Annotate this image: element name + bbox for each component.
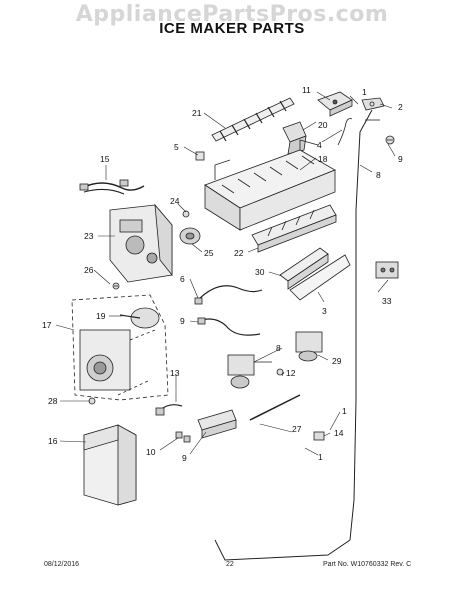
footer-page-number: 22 bbox=[226, 561, 234, 568]
part-28-screw bbox=[112, 282, 120, 290]
watermark: AppliancePartsPros.com bbox=[75, 2, 389, 27]
callout-label: 16 bbox=[48, 436, 58, 446]
callout-label: 22 bbox=[234, 248, 244, 258]
callout-label: 27 bbox=[292, 424, 302, 434]
callout-label: 20 bbox=[318, 120, 328, 130]
part-20-ice-mold bbox=[204, 139, 336, 231]
part-27-gear bbox=[179, 227, 201, 245]
part-5-clip bbox=[195, 151, 205, 161]
callout-label: 18 bbox=[318, 154, 328, 164]
callout-label: 11 bbox=[302, 85, 311, 95]
page-title: ICE MAKER PARTS bbox=[159, 20, 305, 37]
callout-label: 8 bbox=[376, 170, 381, 180]
part-17-harness bbox=[79, 179, 145, 195]
part-21-shaft bbox=[119, 314, 141, 319]
callout-labels: 11 1 2 21 20 4 5 9 8 18 15 24 23 25 22 2… bbox=[42, 85, 403, 463]
part-23-ejector bbox=[211, 97, 295, 142]
part-16-clip bbox=[313, 431, 325, 441]
callout-label: 6 bbox=[180, 274, 185, 284]
part-4-wire bbox=[337, 118, 353, 146]
callout-label: 29 bbox=[332, 356, 342, 366]
callout-label: 10 bbox=[146, 447, 156, 457]
footer-date: 08/12/2016 bbox=[44, 561, 80, 568]
part-13-bracket bbox=[317, 91, 353, 117]
callout-label: 14 bbox=[334, 428, 344, 438]
callout-label: 9 bbox=[180, 316, 185, 326]
callout-label: 25 bbox=[204, 248, 214, 258]
callout-label: 21 bbox=[192, 108, 202, 118]
part-14-screw bbox=[276, 368, 284, 376]
part-3-arm bbox=[289, 254, 351, 301]
part-19-motor-assembly bbox=[71, 294, 169, 401]
callout-label: 1 bbox=[318, 452, 323, 462]
callout-label: 17 bbox=[42, 320, 52, 330]
callout-label: 33 bbox=[382, 296, 392, 306]
part-15-clip bbox=[155, 404, 183, 416]
footer-part-number: Part No. W10760332 Rev. C bbox=[323, 561, 412, 568]
callout-label: 23 bbox=[84, 231, 94, 241]
callout-label: 9 bbox=[182, 453, 187, 463]
callout-label: 26 bbox=[84, 265, 94, 275]
callout-label: 4 bbox=[317, 140, 322, 150]
part-29-tube bbox=[249, 394, 301, 421]
part-18-cover bbox=[83, 424, 137, 506]
part-33-bracket bbox=[375, 261, 399, 279]
part-22-cover bbox=[282, 121, 307, 155]
callout-label: 3 bbox=[322, 306, 327, 316]
callout-label: 24 bbox=[170, 196, 180, 206]
callout-label: 8 bbox=[276, 343, 281, 353]
part-24-cover bbox=[251, 204, 337, 253]
part-12-connectors bbox=[175, 431, 191, 443]
callout-label: 13 bbox=[170, 368, 180, 378]
leader-lines bbox=[55, 91, 396, 456]
part-11-bracket bbox=[197, 409, 237, 439]
callout-label: 28 bbox=[48, 396, 58, 406]
part-2-clip bbox=[361, 97, 385, 111]
part-31-valve bbox=[295, 331, 323, 362]
callout-label: 30 bbox=[255, 267, 265, 277]
callout-label: 2 bbox=[398, 102, 403, 112]
part-6-harness bbox=[194, 285, 263, 305]
part-9-harness bbox=[197, 317, 261, 336]
callout-label: 9 bbox=[398, 154, 403, 164]
callout-label: 15 bbox=[100, 154, 110, 164]
part-32-bracket bbox=[279, 247, 329, 290]
part-8-screw bbox=[385, 135, 395, 145]
part-26-screw bbox=[182, 210, 190, 218]
part-7-fill-tube bbox=[214, 109, 373, 561]
callout-label: 12 bbox=[286, 368, 296, 378]
callout-label: 1 bbox=[342, 406, 347, 416]
callout-label: 5 bbox=[174, 142, 179, 152]
callout-label: 19 bbox=[96, 311, 106, 321]
part-25-control-housing bbox=[109, 203, 173, 283]
part-10-valve bbox=[227, 354, 272, 389]
callout-label: 1 bbox=[362, 87, 367, 97]
